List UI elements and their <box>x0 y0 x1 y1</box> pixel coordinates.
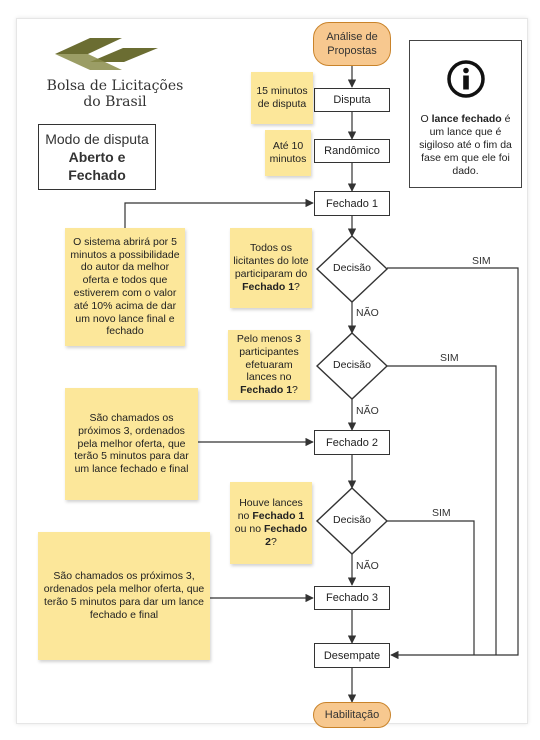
info-bold: lance fechado <box>431 113 502 125</box>
mode-title-box: Modo de disputa Aberto e Fechado <box>38 124 156 190</box>
decision-1-label: Decisão <box>333 262 371 274</box>
fechado2-node: Fechado 2 <box>314 430 390 455</box>
note-ate-10-minutos: Até 10 minutos <box>265 130 311 176</box>
brand-line-1: Bolsa de Licitações <box>46 78 184 94</box>
note-15-minutos: 15 minutos de disputa <box>251 72 313 124</box>
label-sim-1: SIM <box>472 255 491 267</box>
note-chamados-2: São chamados os próximos 3, ordenados pe… <box>38 532 210 660</box>
fechado3-node: Fechado 3 <box>314 586 390 610</box>
mode-title-bold: Aberto e Fechado <box>68 149 126 183</box>
label-sim-2: SIM <box>440 352 459 364</box>
disputa-node: Disputa <box>314 88 390 112</box>
note-chamados-1: São chamados os próximos 3, ordenados pe… <box>65 388 198 500</box>
label-nao-3: NÃO <box>356 560 379 572</box>
mode-title-prefix: Modo de disputa <box>45 131 149 147</box>
brand-name: Bolsa de Licitações do Brasil <box>35 78 195 110</box>
decision-3-label: Decisão <box>333 514 371 526</box>
note-pelo-menos-3: Pelo menos 3 participantes efetuaram lan… <box>228 330 310 400</box>
decision-diamond-1 <box>315 235 389 303</box>
info-icon <box>446 60 485 98</box>
logo-mark <box>55 38 158 70</box>
label-sim-3: SIM <box>432 507 451 519</box>
edge-decisao1-sim <box>387 267 519 660</box>
note-houve-lances: Houve lances no Fechado 1 ou no Fechado … <box>230 482 312 564</box>
note-todos-licitantes: Todos os licitantes do lote participaram… <box>230 228 312 308</box>
habilitacao-node: Habilitação <box>313 702 391 728</box>
label-nao-1: NÃO <box>356 307 379 319</box>
desempate-node: Desempate <box>314 643 390 668</box>
fechado1-node: Fechado 1 <box>314 191 390 216</box>
label-nao-2: NÃO <box>356 405 379 417</box>
info-text: O lance fechado é um lance que é sigilos… <box>419 113 512 177</box>
info-box: O lance fechado é um lance que é sigilos… <box>409 40 522 188</box>
randomico-node: Randômico <box>314 139 390 163</box>
edge-decisao3-sim <box>387 520 475 655</box>
edge-decisao2-sim <box>387 365 497 655</box>
decision-diamond-3 <box>315 487 389 555</box>
brand-line-2: do Brasil <box>83 94 147 110</box>
decision-diamond-2 <box>315 332 389 400</box>
analise-propostas-node: Análise de Propostas <box>313 22 391 66</box>
decision-2-label: Decisão <box>333 359 371 371</box>
note-sistema-abrira: O sistema abrirá por 5 minutos a possibi… <box>65 228 185 346</box>
